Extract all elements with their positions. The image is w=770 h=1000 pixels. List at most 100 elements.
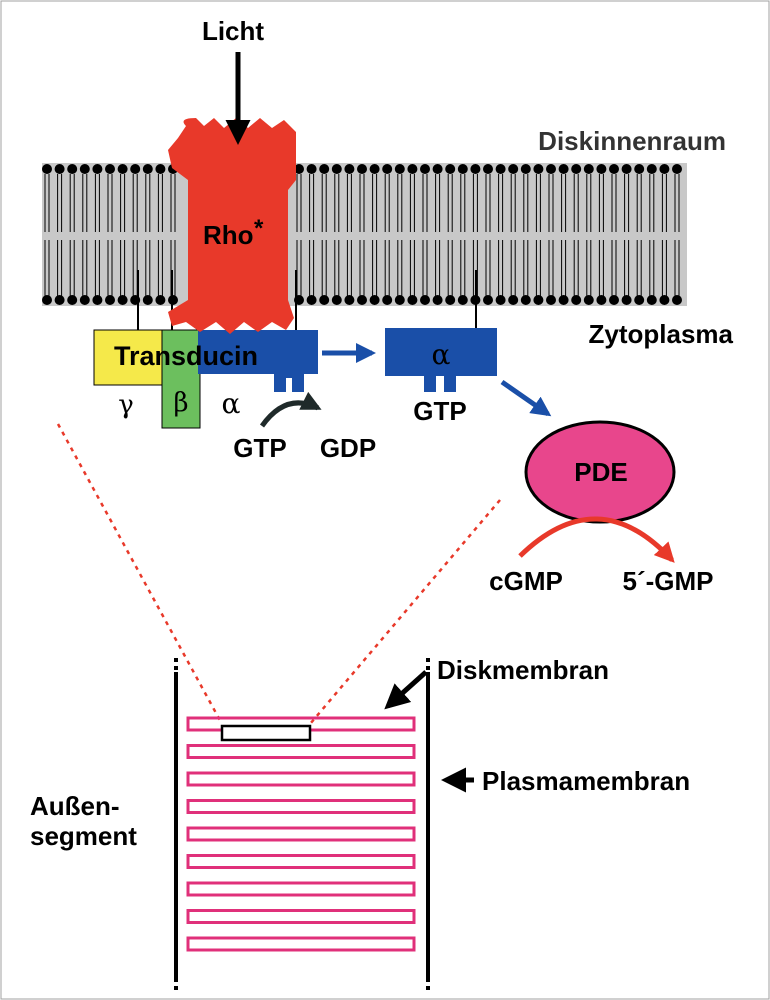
lipid-head [420, 295, 430, 305]
lipid-head [659, 164, 670, 174]
lipid-head [457, 164, 468, 174]
transducin-alpha-subunit [198, 330, 318, 374]
lipid-head [609, 295, 619, 305]
plasma-membrane-label: Plasmamembran [482, 766, 690, 796]
alpha-gtp-foot-bridge [274, 372, 304, 378]
disk-membrane-bilayer [42, 163, 687, 306]
lipid-head [508, 164, 519, 174]
lipid-head [394, 164, 405, 174]
zoom-line-right [309, 499, 501, 725]
light-label: Licht [202, 16, 264, 46]
lipid-head [105, 164, 115, 174]
disk-membrane [186, 826, 416, 842]
lipid-head [659, 295, 670, 305]
lipid-head [634, 295, 645, 305]
transducin-complex [93, 329, 318, 429]
lipid-head [357, 295, 367, 305]
lipid-head [571, 164, 582, 174]
alpha-label-left: α [222, 387, 241, 420]
lipid-head [621, 164, 632, 174]
lipid-head [394, 295, 405, 305]
lipid-head [117, 295, 128, 305]
lipid-head [558, 164, 569, 174]
lipid-head [92, 164, 103, 174]
lipid-head [294, 164, 304, 174]
disk-membrane [186, 771, 416, 787]
transducin-beta-subunit [161, 329, 201, 429]
alpha-gtp-foot [444, 374, 456, 392]
gtp-label-left: GTP [233, 433, 286, 463]
lipid-head [92, 295, 103, 305]
outer-segment [174, 658, 430, 990]
disk-membrane-label: Diskmembran [437, 655, 609, 685]
lipid-head [533, 164, 544, 174]
disk-stack [186, 716, 416, 952]
lipid-head [79, 295, 90, 305]
transducin-label: Transducin [114, 341, 258, 371]
lipid-head [646, 295, 657, 305]
lipid-head [672, 164, 682, 174]
lipid-head [67, 164, 78, 174]
activated-alpha-subunit [385, 328, 497, 392]
zoom-line-left [56, 423, 224, 725]
lipid-head [54, 295, 65, 305]
rhodopsin-label: Rho [203, 220, 254, 250]
disk-membrane [186, 744, 416, 759]
lipid-head [571, 295, 582, 305]
lipid-head [42, 164, 52, 174]
lipid-head [344, 164, 355, 174]
lipid-head [382, 295, 393, 305]
lipid-head [483, 295, 493, 305]
cytoplasm-label: Zytoplasma [589, 319, 734, 349]
rhodopsin-active-star: * [254, 215, 264, 242]
lipid-head [432, 164, 443, 174]
disk-interior-label: Diskinnenraum [538, 126, 726, 156]
lipid-head [445, 164, 456, 174]
lipid-head [130, 164, 141, 174]
lipid-head [155, 295, 166, 305]
lipid-head [672, 295, 682, 305]
lipid-head [79, 164, 90, 174]
activation-arrow-pde [500, 379, 552, 417]
lipid-head [495, 164, 506, 174]
lipid-head [470, 164, 481, 174]
lipid-head [42, 295, 52, 305]
disk-membrane [186, 936, 416, 952]
lipid-molecules [42, 164, 682, 305]
lipid-head [382, 164, 393, 174]
lipid-head [583, 164, 594, 174]
lipid-head [558, 295, 569, 305]
lipid-head [67, 295, 78, 305]
lipid-head [319, 295, 330, 305]
lipid-head [495, 295, 506, 305]
lipid-head [596, 295, 607, 305]
pde-label: PDE [574, 457, 627, 487]
lipid-head [634, 164, 645, 174]
lipid-head [420, 164, 430, 174]
rhodopsin-shape [168, 118, 296, 334]
outer-segment-label-line1: Außen- [30, 791, 120, 821]
lipid-head [445, 295, 456, 305]
lipid-head [520, 164, 531, 174]
lipid-head [369, 164, 380, 174]
lipid-head [306, 164, 317, 174]
lipid-head [432, 295, 443, 305]
transducin-gamma-subunit [93, 329, 173, 386]
disk-membrane [186, 909, 416, 924]
gdp-label: GDP [320, 433, 376, 463]
pde-enzyme [524, 420, 676, 524]
lipid-head [344, 295, 355, 305]
disk-membrane [186, 881, 416, 897]
lipid-head [483, 164, 493, 174]
disk-membrane [186, 854, 416, 869]
lipid-head [407, 164, 418, 174]
lipid-head [331, 295, 342, 305]
outer-segment-label-line2: segment [30, 821, 137, 851]
lipid-head [357, 164, 367, 174]
alpha-gtp-foot [424, 374, 436, 392]
lipid-head [546, 164, 556, 174]
gamma-label: γ [118, 390, 134, 420]
rhodopsin [168, 118, 296, 334]
